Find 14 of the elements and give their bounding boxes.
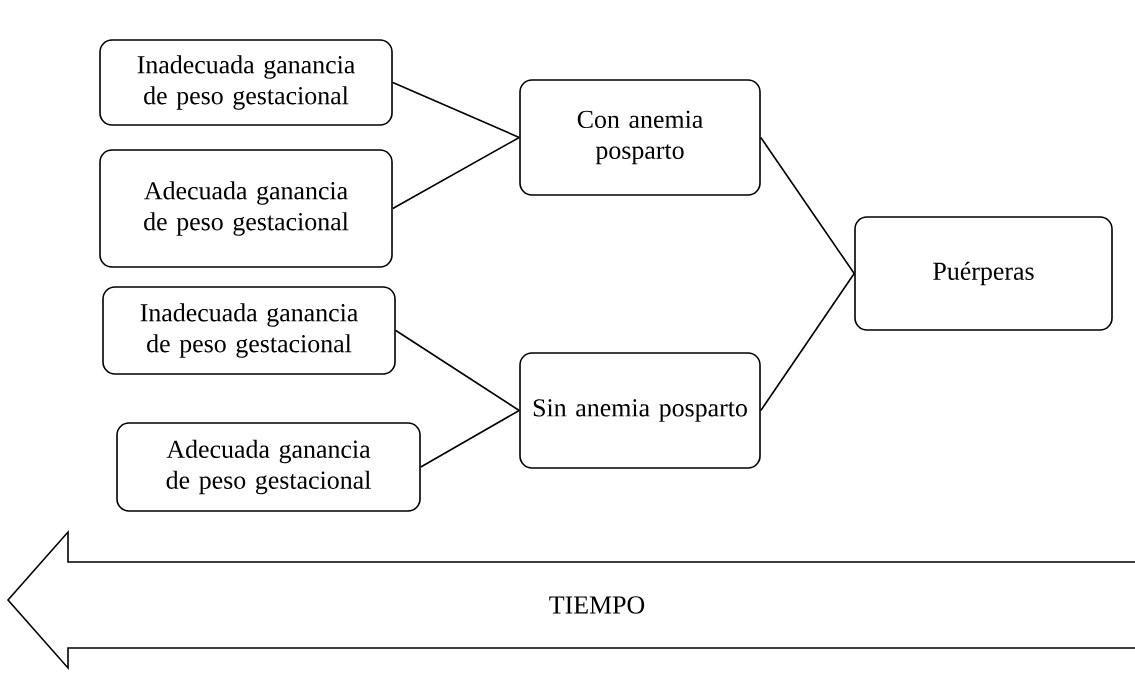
connector-line xyxy=(392,81,520,139)
process-box: Adecuada ganancia de peso gestacional xyxy=(99,149,393,268)
connector-line xyxy=(420,409,520,468)
process-box: Puérperas xyxy=(854,216,1113,331)
connector-line xyxy=(392,136,520,210)
connector-line xyxy=(760,136,855,275)
process-box: Sin anemia posparto xyxy=(519,352,761,469)
process-box: Adecuada ganancia de peso gestacional xyxy=(116,422,421,512)
process-box: Inadecuada ganancia de peso gestacional xyxy=(99,39,393,126)
connector-line xyxy=(395,329,520,412)
connector-line xyxy=(760,272,855,412)
process-box: Con anemia posparto xyxy=(519,79,761,196)
arrow-label: TIEMPO xyxy=(549,596,645,614)
process-box: Inadecuada ganancia de peso gestacional xyxy=(102,286,396,375)
